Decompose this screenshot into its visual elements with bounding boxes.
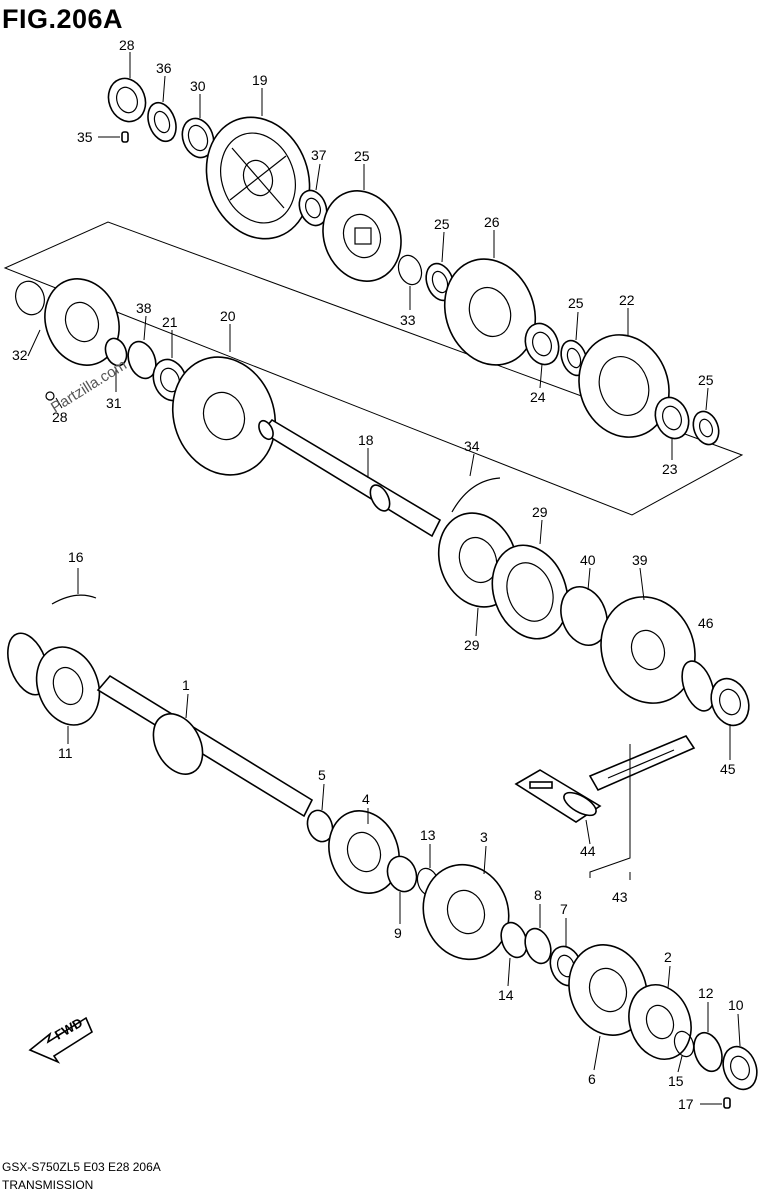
callout-29: 29 bbox=[464, 637, 480, 653]
callout-3: 3 bbox=[480, 829, 488, 845]
part-38-washer bbox=[147, 101, 177, 143]
callout-21: 21 bbox=[162, 314, 178, 330]
callout-6: 6 bbox=[588, 1071, 596, 1087]
callout-27: 25 bbox=[354, 148, 370, 164]
part-4-gear bbox=[328, 810, 400, 894]
callout-5: 5 bbox=[318, 767, 326, 783]
callout-8: 8 bbox=[534, 887, 542, 903]
callout-45: 45 bbox=[720, 761, 736, 777]
part-20-gear bbox=[171, 356, 277, 476]
part-17-pin bbox=[723, 1097, 731, 1109]
part-44-chain-joint bbox=[514, 769, 602, 823]
part-18-countershaft bbox=[258, 418, 442, 538]
callout-labels: 28 36 30 35 19 37 25 25 26 33 25 22 24 2… bbox=[12, 37, 744, 1112]
part-25-washer-c bbox=[692, 410, 720, 446]
callout-40: 38 bbox=[136, 300, 152, 316]
figure-title: FIG.206A bbox=[2, 4, 124, 34]
part-5-bushing bbox=[306, 809, 334, 843]
fwd-direction-badge: FWD bbox=[28, 1015, 94, 1064]
part-28-gear bbox=[44, 278, 120, 366]
part-31-oil-seal bbox=[491, 544, 569, 640]
part-42-spacer bbox=[560, 586, 608, 646]
callout-46: 46 bbox=[698, 615, 714, 631]
callout-18: 18 bbox=[358, 432, 374, 448]
part-12-washer bbox=[693, 1031, 723, 1073]
part-15-circlip bbox=[673, 1030, 695, 1058]
callout-43: 43 bbox=[612, 889, 628, 905]
callout-15: 15 bbox=[668, 1073, 684, 1089]
part-30-bearing bbox=[107, 77, 147, 123]
callout-7: 7 bbox=[560, 901, 568, 917]
callout-17: 17 bbox=[678, 1096, 694, 1112]
part-33-circlip bbox=[104, 337, 128, 367]
footer-code: GSX-S750ZL5 E03 E28 206A bbox=[2, 1160, 161, 1174]
part-43-chain bbox=[588, 735, 696, 792]
callout-34: 32 bbox=[12, 347, 28, 363]
part-19-gear bbox=[205, 116, 311, 240]
callout-24: 24 bbox=[530, 389, 546, 405]
part-16-circlip bbox=[51, 594, 97, 605]
callout-2: 2 bbox=[664, 949, 672, 965]
arrow-icon bbox=[28, 1016, 94, 1064]
part-26-gear bbox=[443, 258, 537, 366]
part-35-circlip bbox=[397, 254, 423, 286]
callout-38: 36 bbox=[156, 60, 172, 76]
callout-31: 29 bbox=[532, 504, 548, 520]
part-32-bushing bbox=[181, 117, 215, 159]
part-41-sprocket bbox=[600, 596, 696, 704]
callout-4: 4 bbox=[362, 791, 370, 807]
countershaft-group-frame bbox=[3, 221, 744, 516]
part-28-ball bbox=[45, 391, 55, 401]
callout-44: 44 bbox=[580, 843, 596, 859]
callout-32: 30 bbox=[190, 78, 206, 94]
callout-25-a: 25 bbox=[434, 216, 450, 232]
part-39-washer bbox=[298, 189, 328, 227]
callout-41: 39 bbox=[632, 552, 648, 568]
callout-39: 37 bbox=[311, 147, 327, 163]
part-27-gear bbox=[322, 190, 402, 282]
leader-lines bbox=[27, 52, 741, 1105]
callout-33: 31 bbox=[106, 395, 122, 411]
part-2-gear bbox=[628, 984, 692, 1060]
callout-1: 1 bbox=[182, 677, 190, 693]
callout-22: 22 bbox=[619, 292, 635, 308]
callout-11: 11 bbox=[58, 745, 73, 761]
callout-14: 14 bbox=[498, 987, 514, 1003]
part-1-driveshaft bbox=[96, 674, 314, 818]
callout-30: 28 bbox=[119, 37, 135, 53]
part-23-bearing bbox=[654, 396, 690, 440]
part-24-bushing bbox=[524, 322, 560, 366]
part-10-bearing bbox=[722, 1045, 758, 1091]
callout-35: 33 bbox=[400, 312, 416, 328]
callout-9: 9 bbox=[394, 925, 402, 941]
callout-36: 34 bbox=[464, 438, 480, 454]
callout-37: 35 bbox=[77, 129, 93, 145]
callout-42: 40 bbox=[580, 552, 596, 568]
callout-23: 23 bbox=[662, 461, 678, 477]
part-37-pin bbox=[121, 131, 129, 143]
footer-name: TRANSMISSION bbox=[2, 1178, 94, 1192]
callout-26: 26 bbox=[484, 214, 500, 230]
part-8-washer bbox=[524, 927, 552, 965]
callout-25-b: 25 bbox=[568, 295, 584, 311]
callout-12: 12 bbox=[698, 985, 714, 1001]
part-40-washer bbox=[127, 340, 157, 380]
callout-13: 13 bbox=[420, 827, 436, 843]
part-9-washer bbox=[386, 855, 418, 893]
part-3-gear bbox=[422, 863, 510, 961]
callout-16: 16 bbox=[68, 549, 84, 565]
part-22-gear bbox=[578, 334, 670, 438]
part-6-gear bbox=[568, 944, 648, 1036]
callout-19: 19 bbox=[252, 72, 268, 88]
callout-20: 20 bbox=[220, 308, 236, 324]
part-11-bearing bbox=[7, 632, 101, 726]
part-45-bearing bbox=[710, 677, 750, 727]
part-36-circlip bbox=[451, 477, 501, 513]
part-46-washer bbox=[681, 660, 715, 712]
callout-25-c: 25 bbox=[698, 372, 714, 388]
part-34-circlip bbox=[15, 280, 45, 316]
callout-10: 10 bbox=[728, 997, 744, 1013]
callout-28: 28 bbox=[52, 409, 68, 425]
